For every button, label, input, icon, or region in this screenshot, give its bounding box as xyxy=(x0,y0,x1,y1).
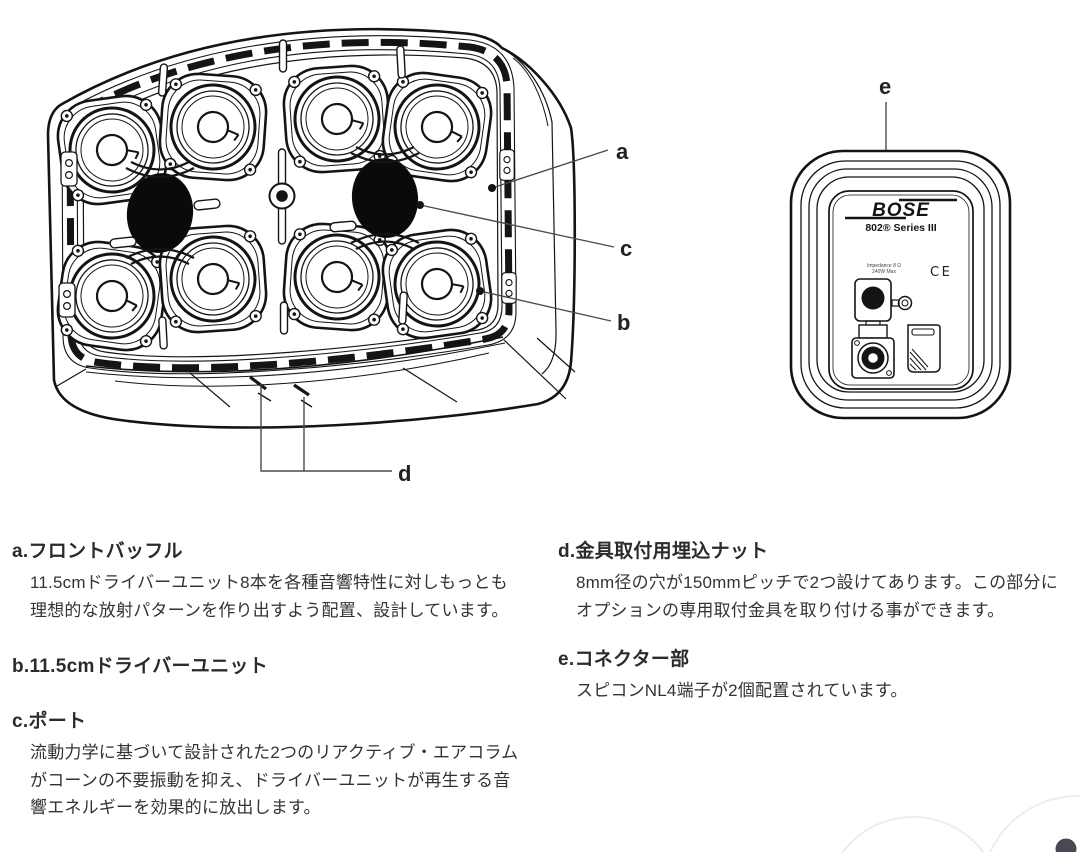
spec-text-line2: 240W Max xyxy=(872,269,896,275)
ce-mark: CE xyxy=(930,265,952,280)
leader-dot-b xyxy=(476,287,484,295)
speaker-driver xyxy=(279,219,395,335)
section-c: c.ポート 流動力学に基づいて設計された2つのリアクティブ・エアコラム がコーン… xyxy=(12,706,518,822)
svg-text:BOSE: BOSE xyxy=(872,200,930,221)
embedded-nut-marks xyxy=(249,375,310,397)
section-c-line1: 流動力学に基づいて設計された2つのリアクティブ・エアコラム xyxy=(30,743,519,762)
section-e: e.コネクター部 スピコンNL4端子が2個配置されています。 xyxy=(558,644,908,705)
section-d-line2: オプションの専用取付金具を取り付ける事ができます。 xyxy=(576,600,1005,620)
front-view-diagram xyxy=(46,27,577,429)
port-pair xyxy=(126,158,419,253)
corner-widget xyxy=(841,795,1080,852)
section-b-heading: b.11.5cmドライバーユニット xyxy=(12,656,268,677)
section-c-line2: がコーンの不要振動を抑え、ドライバーユニットが再生する音 xyxy=(30,770,511,790)
section-d-line1: 8mm径の穴が150mmピッチで2つ設けてあります。この部分に xyxy=(576,573,1058,592)
leader-line-c xyxy=(419,204,615,248)
section-b: b.11.5cmドライバーユニット xyxy=(12,651,268,678)
port-left xyxy=(126,173,194,253)
rear-view-diagram: e BOSE 802® Series III Impedance 8 Ω 240… xyxy=(789,74,1012,420)
section-a-line1: 11.5cmドライバーユニット8本を各種音響特性に対しもっとも xyxy=(30,573,508,592)
section-d: d.金具取付用埋込ナット 8mm径の穴が150mmピッチで2つ設けてあります。こ… xyxy=(558,536,1058,624)
callout-label-d: d xyxy=(398,461,411,486)
nl4-connector-top xyxy=(861,286,885,310)
cabinet-bottom-panel xyxy=(56,336,576,408)
leader-line-b xyxy=(479,290,612,322)
section-a-line2: 理想的な放射パターンを作り出すよう配置、設計しています。 xyxy=(30,600,509,620)
callout-label-b: b xyxy=(617,310,630,335)
spec-text-line1: Impedance 8 Ω xyxy=(867,263,901,269)
faint-circle-left xyxy=(841,816,985,852)
callout-label-e: e xyxy=(879,74,891,99)
callouts-front: a c b d xyxy=(260,139,632,486)
callout-label-a: a xyxy=(616,139,629,164)
leader-dot-a xyxy=(488,184,496,192)
floating-button-dot[interactable] xyxy=(1055,838,1077,852)
section-e-heading: e.コネクター部 xyxy=(558,649,690,670)
faint-circle-right xyxy=(989,795,1080,852)
callout-label-c: c xyxy=(620,236,632,261)
leader-line-a xyxy=(491,149,609,189)
connector-assembly xyxy=(851,278,941,379)
model-text: 802® Series III xyxy=(865,222,936,234)
bose-logo: BOSE 802® Series III xyxy=(845,198,957,234)
section-c-heading: c.ポート xyxy=(12,711,87,732)
speaker-driver xyxy=(155,69,271,185)
leader-line-d xyxy=(260,384,392,472)
speaker-driver xyxy=(279,61,395,177)
leader-dot-c xyxy=(416,201,424,209)
section-d-heading: d.金具取付用埋込ナット xyxy=(558,541,769,562)
thumb-screw xyxy=(891,295,913,311)
cover-plate xyxy=(907,324,941,373)
section-a: a.フロントバッフル 11.5cmドライバーユニット8本を各種音響特性に対しもっ… xyxy=(12,536,509,624)
section-e-line1: スピコンNL4端子が2個配置されています。 xyxy=(576,681,908,700)
port-right xyxy=(351,158,419,238)
section-a-heading: a.フロントバッフル xyxy=(12,541,183,562)
gasket-strip xyxy=(66,38,513,372)
section-c-line3: 響エネルギーを効果的に放出します。 xyxy=(30,798,321,817)
center-hole xyxy=(268,148,296,245)
